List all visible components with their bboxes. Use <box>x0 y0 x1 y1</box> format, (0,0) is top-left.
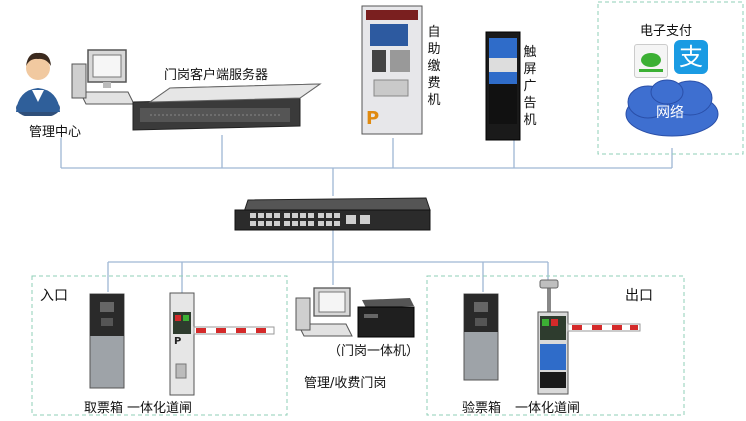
ticket-box-label: 取票箱 <box>84 401 124 416</box>
exit-label: 出口 <box>625 288 653 304</box>
svg-text:P: P <box>174 336 181 347</box>
network-label: 网络 <box>656 105 684 121</box>
electronic-payment-label: 电子支付 <box>640 24 693 39</box>
verify-box-label: 验票箱 <box>462 401 502 416</box>
entrance-label: 入口 <box>40 288 68 304</box>
person-icon <box>16 52 60 116</box>
management-center-node <box>8 46 133 116</box>
self-pay-kiosk-label: 自助缴费机 <box>427 25 441 108</box>
wechat-pay-icon <box>634 44 668 78</box>
exit-barrier-label: 一体化道闸 <box>515 401 581 416</box>
gate-booth-label: 管理/收费门岗 <box>304 376 387 391</box>
alipay-icon: 支 <box>674 40 708 74</box>
computer-icon <box>71 49 133 105</box>
management-center-label: 管理中心 <box>29 125 82 140</box>
entry-barrier-label: 一体化道闸 <box>127 401 193 416</box>
gate-server-label: 门岗客户端服务器 <box>164 68 269 83</box>
svg-text:P: P <box>366 108 379 129</box>
gate-integrated-label: （门岗一体机） <box>328 344 420 359</box>
touch-ad-screen-label: 触屏广告机 <box>523 45 537 128</box>
